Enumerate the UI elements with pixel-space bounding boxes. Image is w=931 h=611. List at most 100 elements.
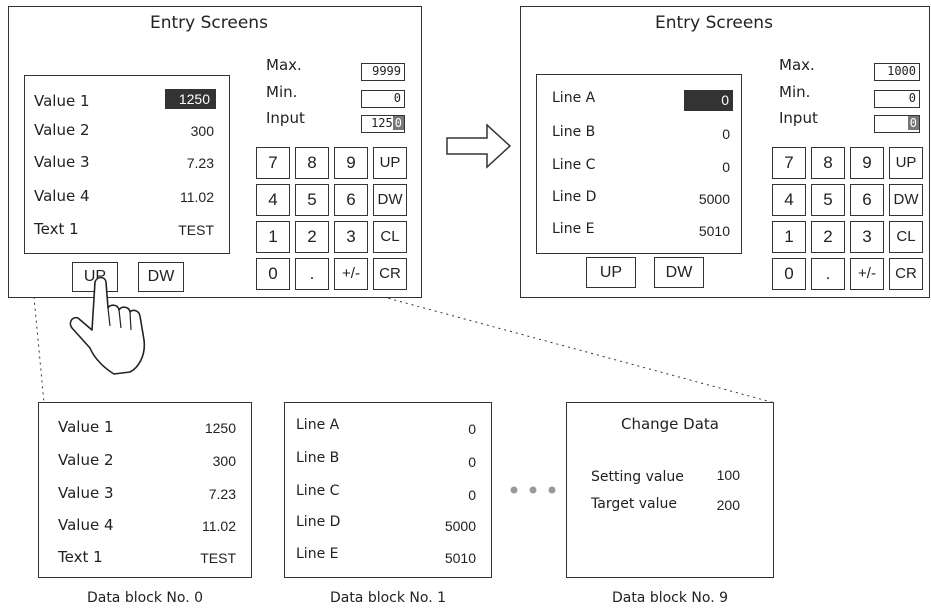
right-min-field: 0 <box>874 90 920 108</box>
right-input-field[interactable]: 0 <box>874 115 920 133</box>
key-cl[interactable]: CL <box>889 221 923 253</box>
key-4[interactable]: 4 <box>772 184 806 216</box>
block0-label: Value 3 <box>58 484 114 502</box>
left-row-label: Value 3 <box>34 153 90 171</box>
key-8[interactable]: 8 <box>295 147 329 179</box>
key-dw[interactable]: DW <box>373 184 407 216</box>
right-max-label: Max. <box>779 56 815 74</box>
key-cr[interactable]: CR <box>889 258 923 290</box>
ellipsis-dot <box>529 486 537 494</box>
left-min-label: Min. <box>266 83 298 101</box>
left-row-value: 11.02 <box>180 189 214 205</box>
block1-value: 5010 <box>444 550 476 566</box>
left-row-label: Value 1 <box>34 92 90 110</box>
key-6[interactable]: 6 <box>334 184 368 216</box>
key-dw[interactable]: DW <box>889 184 923 216</box>
right-max-field: 1000 <box>874 63 920 81</box>
right-input-label: Input <box>779 109 818 127</box>
block9-value: 200 <box>716 497 740 513</box>
data-block-1 <box>284 402 492 578</box>
block1-label: Line B <box>296 450 340 466</box>
key-0[interactable]: 0 <box>772 258 806 290</box>
left-row-value: 300 <box>190 123 214 139</box>
left-screen-title: Entry Screens <box>150 13 268 33</box>
key-0[interactable]: 0 <box>256 258 290 290</box>
key-3[interactable]: 3 <box>334 221 368 253</box>
dw-button[interactable]: DW <box>654 257 704 288</box>
block0-label: Value 1 <box>58 418 114 436</box>
block1-value: 5000 <box>444 518 476 534</box>
block0-caption: Data block No. 0 <box>86 590 204 606</box>
block9-label: Target value <box>591 496 678 512</box>
key-plusslashminus[interactable]: +/- <box>334 258 368 290</box>
key-7[interactable]: 7 <box>256 147 290 179</box>
ellipsis-dot <box>548 486 556 494</box>
right-row-label: Line E <box>552 221 595 237</box>
data-block-9 <box>566 402 774 578</box>
key-plusslashminus[interactable]: +/- <box>850 258 884 290</box>
right-row-label: Line B <box>552 124 596 140</box>
key-4[interactable]: 4 <box>256 184 290 216</box>
left-row-value: TEST <box>178 222 214 238</box>
up-button[interactable]: UP <box>586 257 636 288</box>
block0-label: Text 1 <box>58 548 103 566</box>
right-row-label: Line A <box>552 90 596 106</box>
block0-value: 1250 <box>204 420 236 436</box>
left-row-value: 7.23 <box>186 155 214 171</box>
right-row-label: Line D <box>552 189 597 205</box>
block0-value: 11.02 <box>202 518 236 534</box>
right-row-label: Line C <box>552 157 596 173</box>
key-7[interactable]: 7 <box>772 147 806 179</box>
left-row-label: Value 2 <box>34 121 90 139</box>
key-5[interactable]: 5 <box>811 184 845 216</box>
left-row-label: Text 1 <box>34 220 79 238</box>
right-min-label: Min. <box>779 83 811 101</box>
block9-value: 100 <box>716 467 740 483</box>
key-1[interactable]: 1 <box>772 221 806 253</box>
block1-label: Line D <box>296 514 341 530</box>
key-8[interactable]: 8 <box>811 147 845 179</box>
block1-caption: Data block No. 1 <box>329 590 447 606</box>
right-screen-title: Entry Screens <box>655 13 773 33</box>
left-max-label: Max. <box>266 56 302 74</box>
key-6[interactable]: 6 <box>850 184 884 216</box>
block1-value: 0 <box>468 487 476 503</box>
block9-caption: Data block No. 9 <box>611 590 729 606</box>
block1-value: 0 <box>468 421 476 437</box>
key-3[interactable]: 3 <box>850 221 884 253</box>
left-max-field: 9999 <box>361 63 405 81</box>
block1-label: Line C <box>296 483 340 499</box>
right-row-value: 0 <box>722 126 730 142</box>
key-dot[interactable]: . <box>295 258 329 290</box>
block1-label: Line E <box>296 546 339 562</box>
right-row-value: 0 <box>722 159 730 175</box>
right-row-value: 5010 <box>698 223 730 239</box>
key-up[interactable]: UP <box>889 147 923 179</box>
ellipsis-dot <box>510 486 518 494</box>
right-row-value: 5000 <box>698 191 730 207</box>
block0-label: Value 4 <box>58 516 114 534</box>
key-5[interactable]: 5 <box>295 184 329 216</box>
dw-button[interactable]: DW <box>138 262 184 292</box>
block0-value: TEST <box>200 550 236 566</box>
data-block-0 <box>38 402 252 578</box>
block0-label: Value 2 <box>58 451 114 469</box>
left-input-label: Input <box>266 109 305 127</box>
key-2[interactable]: 2 <box>811 221 845 253</box>
left-min-field: 0 <box>361 90 405 108</box>
key-dot[interactable]: . <box>811 258 845 290</box>
key-up[interactable]: UP <box>373 147 407 179</box>
key-2[interactable]: 2 <box>295 221 329 253</box>
input-cursor: 0 <box>392 116 404 130</box>
key-9[interactable]: 9 <box>850 147 884 179</box>
key-9[interactable]: 9 <box>334 147 368 179</box>
left-row-label: Value 4 <box>34 187 90 205</box>
block0-value: 300 <box>212 453 236 469</box>
key-1[interactable]: 1 <box>256 221 290 253</box>
right-row-value-selected: 0 <box>684 90 733 111</box>
key-cr[interactable]: CR <box>373 258 407 290</box>
key-cl[interactable]: CL <box>373 221 407 253</box>
block1-label: Line A <box>296 417 340 433</box>
hand-pointer-icon <box>69 276 146 375</box>
